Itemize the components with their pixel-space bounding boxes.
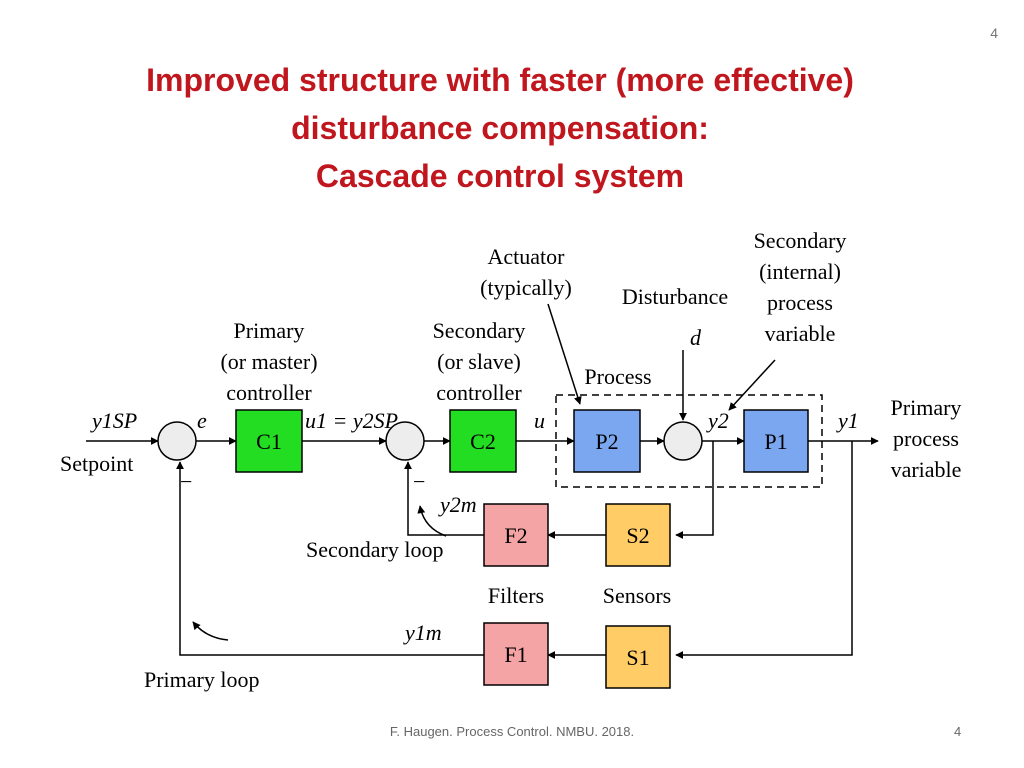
title-line-3: Cascade control system bbox=[315, 158, 685, 194]
primary-controller-label-3: controller bbox=[226, 380, 312, 405]
signal-label-y2m: y2m bbox=[438, 492, 477, 517]
secondary-feedback-line bbox=[404, 461, 484, 536]
page-number-top: 4 bbox=[990, 25, 998, 41]
primary-loop-label: Primary loop bbox=[144, 667, 260, 692]
sensor-s1-block bbox=[605, 625, 671, 689]
actuator-pointer bbox=[547, 303, 582, 405]
primary-variable-label-3: variable bbox=[891, 457, 962, 482]
secondary-loop-label: Secondary loop bbox=[306, 537, 443, 562]
minus-sign-1: − bbox=[180, 469, 192, 494]
c1-label: C1 bbox=[256, 429, 282, 454]
secondary-variable-label-1: Secondary bbox=[754, 228, 847, 253]
controller-c1-block bbox=[235, 409, 303, 473]
signal-label-y2: y2 bbox=[706, 408, 729, 433]
f2-label: F2 bbox=[504, 523, 527, 548]
sensor-s2-block bbox=[605, 503, 671, 567]
footer-citation: F. Haugen. Process Control. NMBU. 2018. bbox=[389, 724, 635, 739]
signal-label-y1m: y1m bbox=[403, 620, 442, 645]
s1-label: S1 bbox=[626, 645, 649, 670]
process-p1-block bbox=[743, 409, 809, 473]
s2-label: S2 bbox=[626, 523, 649, 548]
controller-c2-block bbox=[449, 409, 517, 473]
secondary-variable-label-2: (internal) bbox=[759, 259, 841, 284]
c2-label: C2 bbox=[470, 429, 496, 454]
minus-sign-2: − bbox=[413, 469, 425, 494]
signal-label-u1: u1 = y2SP bbox=[305, 408, 398, 433]
secondary-loop-arrow-icon bbox=[417, 505, 447, 537]
primary-loop-arrow-icon bbox=[192, 621, 229, 641]
setpoint-label: Setpoint bbox=[60, 451, 133, 476]
slide-title: Improved structure with faster (more eff… bbox=[0, 56, 1000, 200]
primary-variable-label-2: process bbox=[893, 426, 959, 451]
summing-junction-1 bbox=[157, 421, 197, 461]
signal-label-e: e bbox=[197, 408, 207, 433]
secondary-measurement-line bbox=[675, 441, 714, 539]
secondary-controller-label-3: controller bbox=[436, 380, 522, 405]
page-number-bottom: 4 bbox=[954, 724, 962, 739]
signal-label-y1: y1 bbox=[836, 408, 859, 433]
process-label: Process bbox=[584, 364, 651, 389]
filters-label: Filters bbox=[488, 583, 544, 608]
summing-junction-2 bbox=[385, 421, 425, 461]
primary-controller-label-1: Primary bbox=[234, 318, 305, 343]
p2-label: P2 bbox=[595, 429, 618, 454]
primary-measurement-line bbox=[675, 441, 853, 659]
title-line-2: disturbance compensation: bbox=[291, 110, 709, 146]
secondary-variable-label-3: process bbox=[767, 290, 833, 315]
disturbance-label: Disturbance bbox=[622, 284, 728, 309]
signal-label-u: u bbox=[534, 408, 545, 433]
primary-variable-label-1: Primary bbox=[891, 395, 962, 420]
actuator-label-2: (typically) bbox=[480, 275, 572, 300]
secondary-controller-label-2: (or slave) bbox=[437, 349, 521, 374]
filter-f2-block bbox=[483, 503, 549, 567]
disturbance-junction bbox=[663, 421, 703, 461]
title-line-1: Improved structure with faster (more eff… bbox=[146, 62, 854, 98]
filter-f1-block bbox=[483, 622, 549, 686]
signal-label-y1sp: y1SP bbox=[90, 408, 137, 433]
disturbance-symbol: d bbox=[690, 325, 702, 350]
process-p2-block bbox=[573, 409, 641, 473]
secondary-variable-pointer bbox=[728, 359, 776, 411]
secondary-variable-label-4: variable bbox=[765, 321, 836, 346]
primary-controller-label-2: (or master) bbox=[220, 349, 317, 374]
f1-label: F1 bbox=[504, 642, 527, 667]
sensors-label: Sensors bbox=[603, 583, 671, 608]
p1-label: P1 bbox=[764, 429, 787, 454]
actuator-label-1: Actuator bbox=[488, 244, 566, 269]
secondary-controller-label-1: Secondary bbox=[433, 318, 526, 343]
primary-feedback-line bbox=[176, 461, 484, 656]
